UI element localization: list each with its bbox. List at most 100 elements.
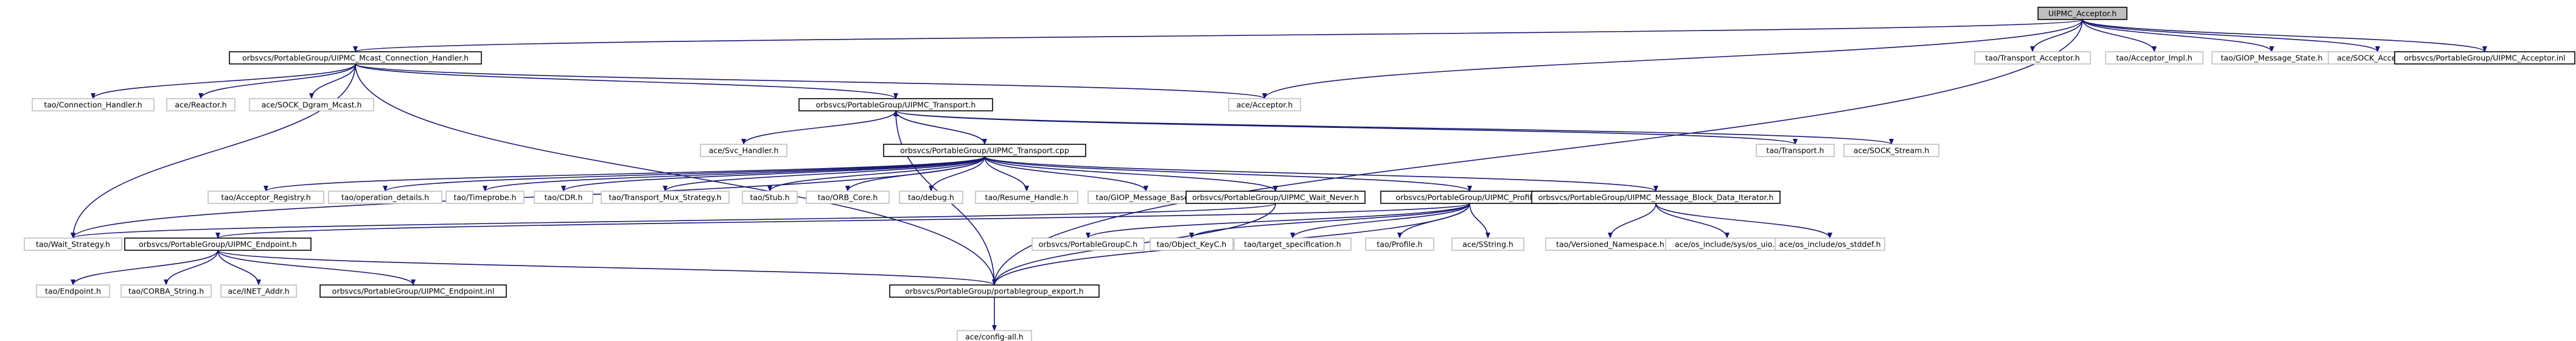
node-label: orbsvcs/PortableGroup/UIPMC_Message_Bloc… [1538,193,1774,202]
node-label: ace/os_include/os_stddef.h [1779,240,1880,249]
node-label: orbsvcs/PortableGroup/UIPMC_Endpoint.inl [332,287,495,296]
edge-n0-n7 [2082,19,2487,52]
node-n30[interactable]: orbsvcs/PortableGroup/UIPMC_Endpoint.h [124,237,312,251]
node-box [249,98,374,111]
edge-n0-n4 [2082,19,2157,52]
node-n27[interactable]: orbsvcs/PortableGroup/UIPMC_Profile.h [1380,191,1559,204]
node-box [899,191,963,204]
node-box [975,191,1078,204]
edge-n1-n8 [91,63,356,99]
node-label: tao/ORB_Core.h [818,193,878,202]
node-n42[interactable]: orbsvcs/PortableGroup/UIPMC_Endpoint.inl [319,284,507,298]
node-box [220,284,297,298]
node-n4: tao/Acceptor_Impl.h [2105,51,2204,65]
node-box [328,191,442,204]
edge-n13-n11 [893,110,985,145]
node-n38: ace/os_include/os_stddef.h [1775,237,1885,251]
node-n19: tao/CDR.h [534,191,593,204]
node-n36: tao/Versioned_Namespace.h [1545,237,1675,251]
node-box [120,284,212,298]
node-label: ace/Svc_Handler.h [709,146,779,155]
node-label: tao/Transport.h [1767,146,1824,155]
node-box [1843,144,1939,157]
node-box [166,98,236,111]
node-label: tao/GIOP_Message_State.h [2221,54,2322,63]
node-n1[interactable]: orbsvcs/PortableGroup/UIPMC_Mcast_Connec… [229,51,482,65]
node-box [229,51,482,65]
edge-n13-n24 [984,156,1029,192]
node-label: tao/CDR.h [545,193,583,202]
node-label: orbsvcs/PortableGroup/UIPMC_Endpoint.h [139,240,297,249]
node-box [2394,51,2575,65]
node-box [124,237,312,251]
node-n31: orbsvcs/PortableGroupC.h [1031,237,1145,251]
node-n26[interactable]: orbsvcs/PortableGroup/UIPMC_Wait_Never.h [1185,191,1366,204]
edge-n27-n35 [1469,203,1490,239]
node-label: orbsvcs/PortableGroup/portablegroup_expo… [905,287,1083,296]
node-n5: tao/GIOP_Message_State.h [2211,51,2332,65]
node-n35: ace/SString.h [1451,237,1524,251]
node-label: orbsvcs/PortableGroup/UIPMC_Transport.cp… [900,146,1069,155]
node-n11[interactable]: orbsvcs/PortableGroup/UIPMC_Transport.h [798,98,993,111]
node-n43[interactable]: orbsvcs/PortableGroup/portablegroup_expo… [889,284,1100,298]
node-box [1365,237,1434,251]
edge-n13-n26 [984,156,1278,192]
edge-n0-n2 [1262,19,2083,99]
node-n40: tao/CORBA_String.h [120,284,212,298]
edge-n13-n23 [929,156,985,192]
edge-n13-n18 [483,156,985,192]
edge-n13-n17 [383,156,985,192]
node-n17: tao/operation_details.h [328,191,442,204]
node-box [1775,237,1885,251]
node-n8: tao/Connection_Handler.h [32,98,155,111]
node-n34: tao/Profile.h [1365,237,1434,251]
node-n15: ace/SOCK_Stream.h [1843,144,1939,157]
node-n28[interactable]: orbsvcs/PortableGroup/UIPMC_Message_Bloc… [1531,191,1781,204]
node-n7[interactable]: orbsvcs/PortableGroup/UIPMC_Acceptor.inl [2394,51,2575,65]
node-label: ace/SOCK_Stream.h [1854,146,1930,155]
node-n44: ace/config-all.h [957,330,1032,341]
edge-n28-n38 [1655,203,1832,239]
node-label: ace/SOCK_Dgram_Mcast.h [262,100,362,110]
node-n13[interactable]: orbsvcs/PortableGroup/UIPMC_Transport.cp… [883,144,1086,157]
edge-n27-n30 [215,203,1470,239]
edge-n13-n21 [767,156,985,192]
edge-n1-n11 [355,63,898,99]
node-n3: tao/Transport_Acceptor.h [1974,51,2091,65]
edge-n11-n14 [895,110,1798,145]
edge-n27-n31 [1086,203,1470,239]
file-nodes: UIPMC_Acceptor.h orbsvcs/PortableGroup/UI… [24,7,2575,341]
edge-n26-n29 [71,203,1276,239]
edge-n13-n28 [984,156,1658,192]
edge-n1-n2 [355,63,1267,99]
node-box [1974,51,2091,65]
node-n33: tao/target_specification.h [1234,237,1352,251]
node-n22: tao/ORB_Core.h [806,191,890,204]
node-box [1228,98,1301,111]
node-n9: ace/Reactor.h [166,98,236,111]
node-label: ace/config-all.h [965,332,1024,341]
node-label: tao/Wait_Strategy.h [36,240,110,249]
node-box [1451,237,1524,251]
node-n0: UIPMC_Acceptor.h [2037,7,2127,20]
node-box [1531,191,1781,204]
edge-n1-n9 [198,63,356,99]
node-n24: tao/Resume_Handle.h [975,191,1078,204]
node-label: tao/Resume_Handle.h [985,193,1069,202]
node-n32: tao/Object_KeyC.h [1150,237,1234,251]
edge-n11-n12 [741,110,896,145]
node-box [2037,7,2127,20]
node-box [24,237,122,251]
node-label: ace/INET_Addr.h [228,287,289,296]
edge-n0-n3 [2030,19,2083,52]
node-box [957,330,1032,341]
edge-n28-n37 [1655,203,1730,239]
node-label: ace/Acceptor.h [1237,100,1293,110]
edge-n27-n33 [1290,203,1470,239]
node-label: tao/Acceptor_Impl.h [2116,54,2192,63]
node-n37: ace/os_include/sys/os_uio.h [1665,237,1789,251]
node-label: tao/target_specification.h [1244,240,1341,249]
node-label: tao/debug.h [908,193,954,202]
edge-n1-n29 [71,63,356,239]
node-box [1756,144,1835,157]
